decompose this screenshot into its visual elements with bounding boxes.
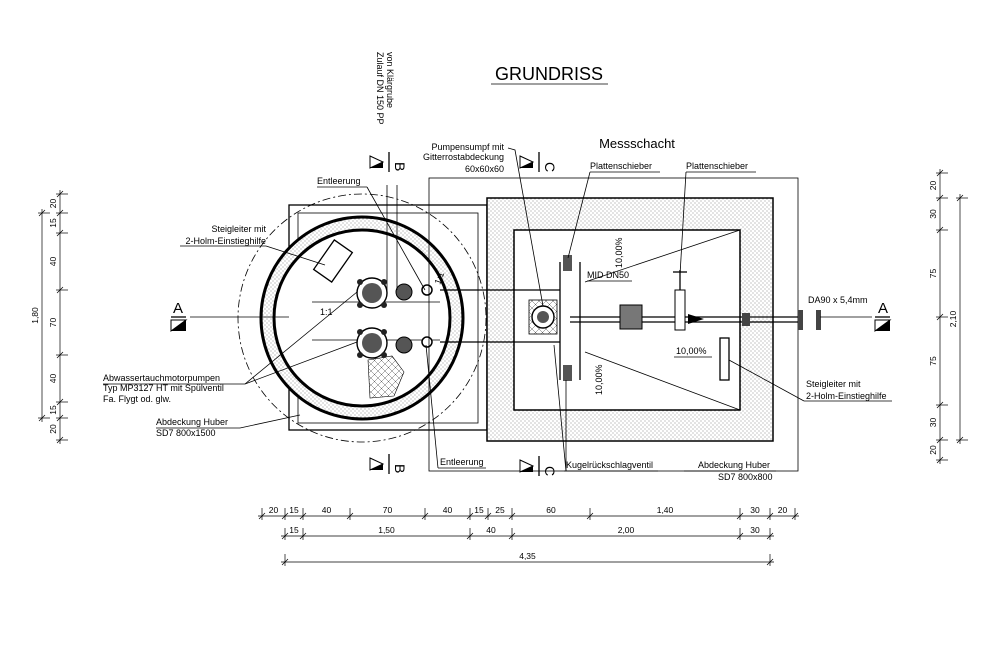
gefaelle-label-2: 10,00% [676,346,707,356]
svg-text:C: C [542,466,558,476]
svg-text:C: C [542,162,558,172]
dim-right-value: 30 [928,209,938,219]
dim-right-value: 20 [928,181,938,191]
dim-right-value: 20 [928,445,938,455]
gefaelle-label-3: 10,00% [594,364,604,395]
svg-text:Zulauf DN 150 PP: Zulauf DN 150 PP [375,52,385,125]
section-a-right: A [820,300,892,332]
dim-right-value: 75 [928,356,938,366]
section-b-bottom: B [369,454,408,474]
gefaelle-label-1: 10,00% [614,237,624,268]
dim-bottom-1-value: 15 [289,505,299,515]
dim-bottom-2-value: 2,00 [618,525,635,535]
section-b-top: B [369,152,408,172]
dim-bottom-1-value: 25 [495,505,505,515]
dim-bottom-1-value: 60 [546,505,556,515]
abwasser-label-2: Typ MP3127 HT mit Spülventil [103,383,224,393]
pipework [440,255,821,381]
dim-bottom-2-value: 30 [750,525,760,535]
dim-bottom-1-value: 20 [778,505,788,515]
dim-left-value: 20 [48,199,58,209]
dim-right-total-value: 2,10 [948,310,958,327]
dim-left-value: 40 [48,374,58,384]
dim-bottom-1-value: 70 [383,505,393,515]
dim-bottom-1-value: 1,40 [657,505,674,515]
dim-left-value: 15 [48,218,58,228]
entleerung-label-top: Entleerung [317,176,361,186]
dim-bottom-1-value: 40 [322,505,332,515]
steigleiter-right-label-2: 2-Holm-Einstieghilfe [806,391,887,401]
abdeckung-left-label-2: SD7 800x1500 [156,428,216,438]
steigleiter-left-label-2: 2-Holm-Einstieghilfe [185,236,266,246]
plattenschieber-label-2: Plattenschieber [686,161,748,171]
pump-upper [356,277,433,309]
abdeckung-right-label-2: SD7 800x800 [718,472,773,482]
messschacht-title: Messschacht [599,136,675,151]
dim-bottom-1-value: 20 [269,505,279,515]
section-c-bottom: C [519,456,558,476]
entleerung-label-bottom: Entleerung [440,457,484,467]
da-label: DA90 x 5,4mm [808,295,868,305]
plattenschieber-label-1: Plattenschieber [590,161,652,171]
dim-right-value: 30 [928,418,938,428]
dim-bottom-1-value: 30 [750,505,760,515]
pumpensumpf-label: Pumpensumpf mit [431,142,504,152]
dim-bottom-2-value: 15 [289,525,299,535]
dim-bottom-1-value: 40 [443,505,453,515]
dim-left-value: 15 [48,405,58,415]
pumpensumpf-label-2: Gitterrostabdeckung [423,152,504,162]
svg-text:B: B [392,162,408,171]
slope-label-right: 1:1 [432,271,446,286]
abwasser-label: Abwassertauchmotorpumpen [103,373,220,383]
abwasser-label-3: Fa. Flygt od. glw. [103,394,171,404]
dim-bottom-total-value: 4,35 [519,551,536,561]
page-title: GRUNDRISS [495,64,603,84]
svg-text:von Klärgrube: von Klärgrube [385,52,395,108]
abdeckung-left-label: Abdeckung Huber [156,417,228,427]
mid-label: MID DN50 [587,270,629,280]
abdeckung-right-label: Abdeckung Huber [698,460,770,470]
dim-bottom-1-value: 15 [474,505,484,515]
kugel-label: Kugelrückschlagventil [566,460,653,470]
pumpensumpf-label-3: 60x60x60 [465,164,504,174]
steigleiter-left-label: Steigleiter mit [211,224,266,234]
pump-shaft: 1:1 1:1 [237,193,488,443]
dim-bottom-2-value: 40 [486,525,496,535]
dim-left-value: 40 [48,257,58,267]
pump-lower [356,327,433,359]
dim-left-total-value: 1,80 [30,307,40,324]
svg-text:A: A [173,300,183,317]
dim-bottom-2-value: 1,50 [378,525,395,535]
svg-text:B: B [392,464,408,473]
slope-label-left: 1:1 [320,307,333,317]
svg-text:A: A [878,300,888,317]
dim-right-value: 75 [928,269,938,279]
steigleiter-right-label: Steigleiter mit [806,379,861,389]
zulauf-label: Zulauf DN 150 PP von Klärgrube [375,52,395,125]
section-a-left: A [170,300,289,332]
section-c-top: C [519,152,558,172]
dim-left-value: 70 [48,318,58,328]
dim-left-value: 20 [48,424,58,434]
